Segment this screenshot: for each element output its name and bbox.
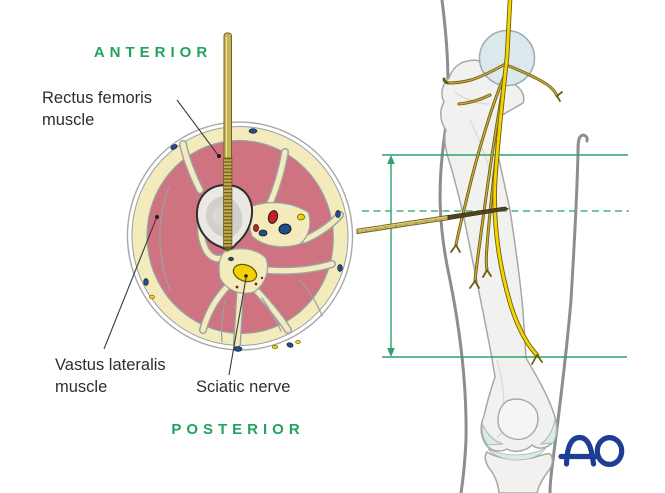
intramuscular-fascia-lines [159,184,323,343]
sciatic-nerve-label: Sciatic nerve [196,378,290,396]
intermuscular-pocket-medial [248,202,311,248]
leg-overview [356,0,629,493]
nerve-dot-yellow [297,213,305,221]
leader-dot-sciatic [244,274,248,278]
arrowhead-up [387,155,395,164]
leader-line-rectus [176,99,219,156]
leader-lines [103,99,247,376]
sciatic-nerve-blob [232,263,258,283]
measurement-lines [382,154,628,358]
knee-cartilage-lateral [539,418,557,445]
rectus-femoris-label-line1: Rectus femoris [42,89,152,107]
vastus-lateralis-label-line2: muscle [55,378,107,396]
tibial-plateau-cartilage [487,447,547,461]
knee-cartilage-medial [481,423,504,446]
vastus-lateralis-label-line1: Vastus lateralis [55,356,166,374]
sciatic-nerve-main [492,0,543,365]
guide-wire-vertical [223,32,233,252]
ao-logo-letter-o [594,435,625,468]
ao-logo [558,434,625,468]
sciatic-nerve-cross-section [228,256,264,289]
leader-line-vastus [103,218,157,350]
arrowhead-down [387,348,395,357]
vessels-medial [253,210,305,237]
rectus-femoris-label: Rectus femoris muscle [42,89,152,129]
ao-logo-letter-a [563,434,597,467]
vastus-lateralis-label: Vastus lateralis muscle [55,356,166,396]
leader-line-sciatic [228,277,247,376]
fat-ring-vessel-dots [143,128,343,352]
artery-red-small [253,224,259,232]
artery-red [267,210,279,224]
patella [497,398,539,441]
posterior-label: POSTERIOR [171,421,304,438]
anterior-label: ANTERIOR [94,44,212,61]
leader-dot-vastus [155,215,159,219]
vein-blue-small [258,229,268,237]
rectus-femoris-label-line2: muscle [42,111,94,129]
leader-dot-rectus [217,154,221,158]
guide-wire-horizontal [356,206,510,235]
vein-blue [278,223,292,235]
thigh-cross-section [103,32,354,376]
